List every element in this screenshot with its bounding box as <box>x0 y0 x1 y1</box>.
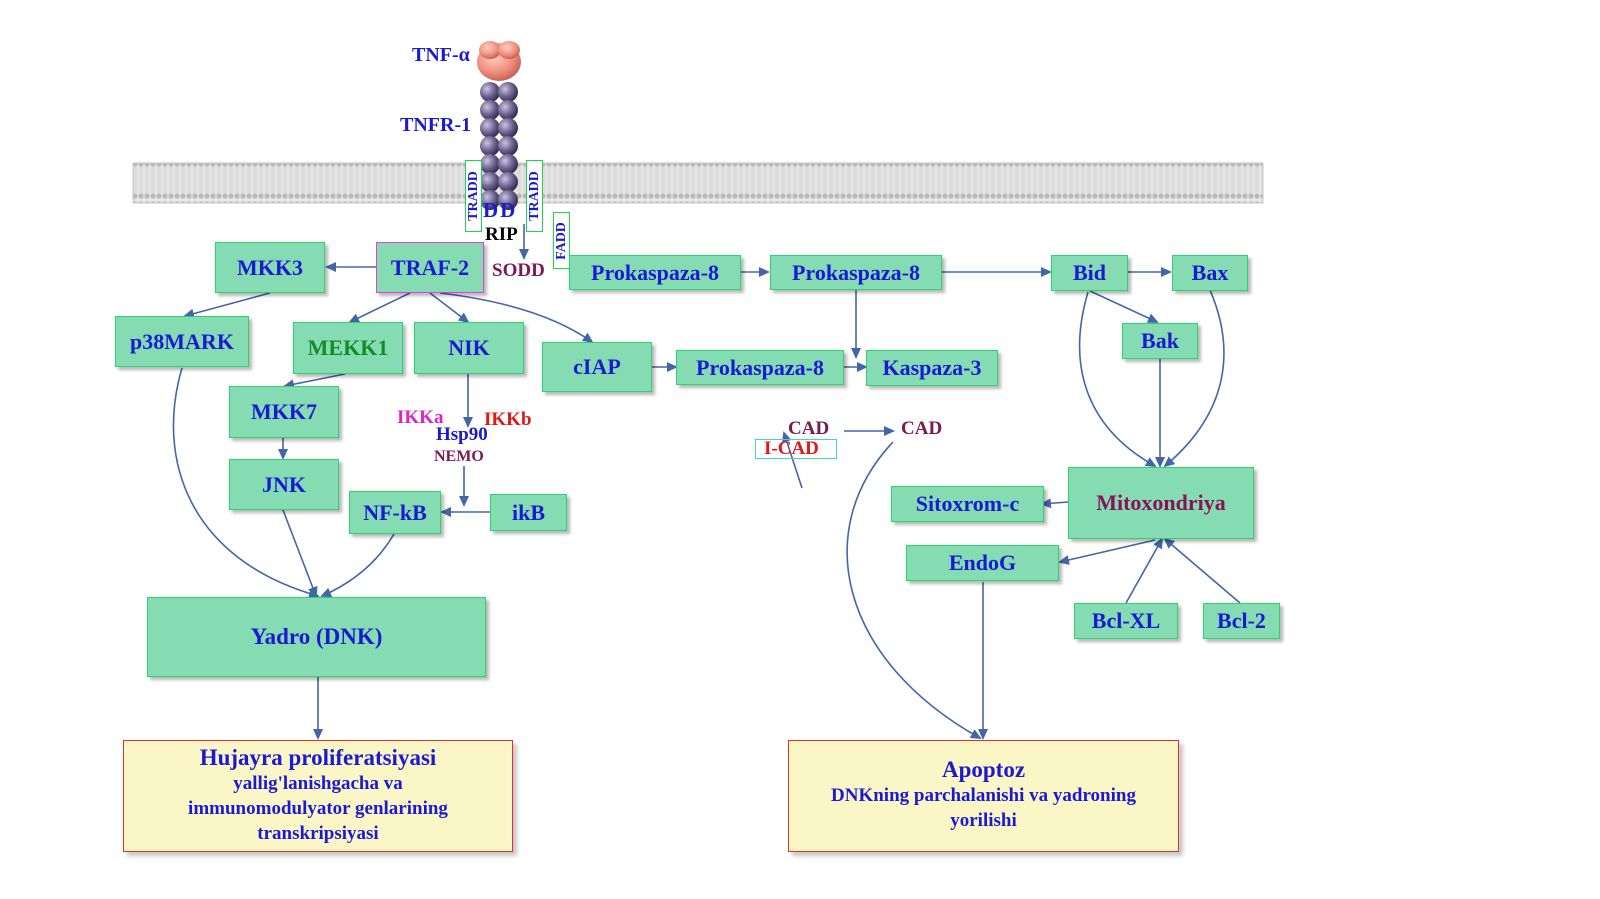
arrow-icad-release <box>782 431 803 489</box>
arrow-traf2-to-nik <box>429 292 470 324</box>
arrow-bcl2-to-mitoxondriya <box>1163 537 1241 604</box>
tnfr1-receptor-icon <box>480 82 518 210</box>
nfkb-box: NF-kB <box>349 491 441 534</box>
proliferation-box: Hujayra proliferatsiyasi yallig'lanishga… <box>123 740 513 852</box>
tradd-left-tag: TRADD <box>465 160 482 232</box>
tnfr1-label: TNFR-1 <box>400 114 472 136</box>
proliferation-line-1: yallig'lanishgacha va <box>233 773 403 794</box>
arrow-bax-to-mitoxondriya <box>1163 289 1225 468</box>
nemo-label: NEMO <box>434 448 484 465</box>
arrow-mitoxondriya-to-endog <box>1058 539 1156 565</box>
hsp90-label: Hsp90 <box>436 424 488 445</box>
prokaspaza8-box-b: Prokaspaza-8 <box>770 255 942 290</box>
mekk1-box: MEKK1 <box>293 322 403 374</box>
arrow-bid-to-bak <box>1089 290 1159 323</box>
apoptosis-title: Apoptoz <box>941 757 1026 782</box>
fadd-tag: FADD <box>553 212 570 269</box>
arrow-mekk1-to-mkk7 <box>283 373 346 390</box>
arrow-p38mark-to-yadro <box>172 367 320 599</box>
cell-membrane <box>132 162 1264 204</box>
arrow-cad-to-apoptoz <box>846 441 982 739</box>
ikkb-label: IKKb <box>484 409 532 430</box>
mitoxondriya-box: Mitoxondriya <box>1068 467 1254 539</box>
prokaspaza8-box-c: Prokaspaza-8 <box>676 350 844 385</box>
mkk3-box: MKK3 <box>215 242 325 293</box>
prokaspaza8-box-a: Prokaspaza-8 <box>569 255 741 290</box>
tnf-alpha-label: TNF-α <box>412 44 470 66</box>
endog-box: EndoG <box>906 545 1059 581</box>
arrow-jnk-to-yadro <box>282 509 318 598</box>
arrow-bid-to-mitoxondriya <box>1078 291 1157 467</box>
tradd-right-tag: TRADD <box>526 160 543 232</box>
tnf-alpha-ligand-icon <box>477 41 521 81</box>
traf2-box: TRAF-2 <box>376 242 484 293</box>
arrow-nfkb-to-yadro <box>320 533 395 597</box>
ikb-box: ikB <box>490 494 567 531</box>
apoptosis-line-1: DNKning parchalanishi va yadroning <box>831 785 1136 806</box>
cad-right-label: CAD <box>901 418 943 439</box>
tradd-left-label: TRADD <box>465 171 481 221</box>
mkk7-box: MKK7 <box>229 386 339 438</box>
bclxl-box: Bcl-XL <box>1074 603 1178 639</box>
kaspaza3-box: Kaspaza-3 <box>866 350 998 386</box>
proliferation-line-3: transkripsiyasi <box>257 823 379 844</box>
bcl2-box: Bcl-2 <box>1203 603 1280 639</box>
ikka-label: IKKa <box>397 407 444 428</box>
arrow-bclxl-to-mitoxondriya <box>1125 537 1163 604</box>
arrow-traf2-to-ciap <box>439 292 594 344</box>
sodd-label: SODD <box>492 260 545 281</box>
proliferation-line-2: immunomodulyator genlarining <box>188 798 448 819</box>
bid-box: Bid <box>1051 255 1128 291</box>
apoptosis-line-2: yorilishi <box>950 810 1017 831</box>
yadro-box: Yadro (DNK) <box>147 597 486 677</box>
p38mark-box: p38MARK <box>115 316 249 367</box>
tradd-right-label: TRADD <box>526 171 542 221</box>
apoptosis-box: Apoptoz DNKning parchalanishi va yadroni… <box>788 740 1179 852</box>
proliferation-title: Hujayra proliferatsiyasi <box>199 745 437 770</box>
jnk-box: JNK <box>229 459 339 510</box>
cad-left-label: CAD <box>788 418 830 439</box>
arrow-mitoxondriya-to-sitoxrom <box>1040 498 1069 509</box>
ciap-box: cIAP <box>542 342 652 392</box>
death-domain-label: DD <box>483 198 518 222</box>
nik-box: NIK <box>414 322 524 374</box>
arrow-traf2-to-mekk1 <box>348 292 411 323</box>
bak-box: Bak <box>1122 323 1198 359</box>
fadd-label: FADD <box>553 221 569 260</box>
arrow-mkk3-to-p38mark <box>183 292 271 319</box>
bax-box: Bax <box>1172 255 1248 291</box>
sitoxrom-box: Sitoxrom-c <box>891 486 1044 522</box>
icad-label: I-CAD <box>755 439 837 459</box>
rip-label: RIP <box>485 224 518 245</box>
